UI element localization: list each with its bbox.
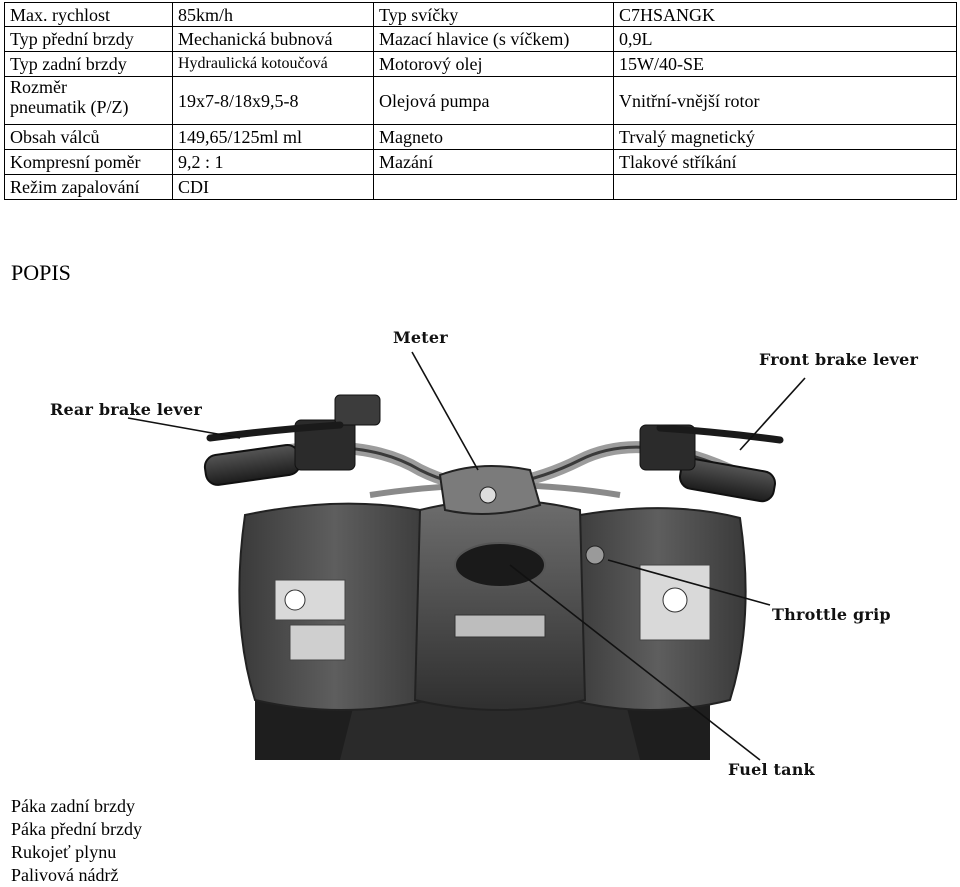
meter <box>438 465 542 515</box>
spec-label: Kompresní poměr <box>4 149 173 175</box>
spec-label: Motorový olej <box>373 51 614 77</box>
spec-value: Mechanická bubnová <box>172 26 374 52</box>
spec-label: Typ svíčky <box>373 2 614 27</box>
legend-item: Páka přední brzdy <box>11 819 142 839</box>
section-title: POPIS <box>11 260 71 285</box>
rear-brake-lever <box>206 421 344 442</box>
spec-label: Typ přední brzdy <box>4 26 173 52</box>
part-legend: Páka zadní brzdy Páka přední brzdy Rukoj… <box>11 795 142 887</box>
fuel-tank-leader <box>509 564 761 761</box>
spec-label: Olejová pumpa <box>373 76 614 125</box>
spec-value: C7HSANGK <box>613 2 957 27</box>
left-fender <box>238 502 432 711</box>
spec-row: Režim zapalování CDI <box>4 174 957 200</box>
spec-label: Mazací hlavice (s víčkem) <box>373 26 614 52</box>
spec-row: Typ zadní brzdy Hydraulická kotoučová Mo… <box>4 51 957 77</box>
atv-illustration <box>127 351 806 761</box>
rear-brake-leader <box>127 417 241 439</box>
spec-value: 19x7-8/18x9,5-8 <box>172 76 374 125</box>
callout-leaders <box>127 351 806 761</box>
spec-label: Mazání <box>373 149 614 175</box>
callout-throttle-grip: Throttle grip <box>772 605 891 624</box>
spec-value: 0,9L <box>613 26 957 52</box>
legend-item: Páka zadní brzdy <box>11 796 135 816</box>
spec-label <box>373 174 614 200</box>
left-grip-assembly <box>203 394 381 486</box>
spec-label: Magneto <box>373 124 614 150</box>
front-brake-leader <box>739 377 806 451</box>
spec-label-line: pneumatik (P/Z) <box>10 97 129 117</box>
fuel-cap <box>454 542 546 588</box>
spec-label: Typ zadní brzdy <box>4 51 173 77</box>
spec-value: 9,2 : 1 <box>172 149 374 175</box>
specifications-table: Max. rychlost 85km/h Typ svíčky C7HSANGK… <box>4 2 957 200</box>
spec-value: Vnitřní-vnější rotor <box>613 76 957 125</box>
spec-value: Trvalý magnetický <box>613 124 957 150</box>
spec-value: Hydraulická kotoučová <box>172 51 374 77</box>
meter-leader <box>411 351 479 471</box>
spec-value: 149,65/125ml ml <box>172 124 374 150</box>
legend-item: Palivová nádrž <box>11 865 119 885</box>
spec-label: Režim zapalování <box>4 174 173 200</box>
spec-row: Max. rychlost 85km/h Typ svíčky C7HSANGK <box>4 2 957 27</box>
spec-value: CDI <box>172 174 374 200</box>
center-body <box>413 499 587 711</box>
spec-value: Tlakové stříkání <box>613 149 957 175</box>
throttle-thumb <box>585 545 605 565</box>
spec-value: 85km/h <box>172 2 374 27</box>
spec-row: Rozměr pneumatik (P/Z) 19x7-8/18x9,5-8 O… <box>4 76 957 125</box>
throttle-leader <box>607 559 771 606</box>
spec-label: Max. rychlost <box>4 2 173 27</box>
right-grip-assembly <box>585 424 784 565</box>
spec-row: Kompresní poměr 9,2 : 1 Mazání Tlakové s… <box>4 149 957 175</box>
callout-front-brake-lever: Front brake lever <box>759 350 919 369</box>
callout-rear-brake-lever: Rear brake lever <box>50 400 203 419</box>
spec-row: Obsah válců 149,65/125ml ml Magneto Trva… <box>4 124 957 150</box>
atv-handlebar-figure: Meter Front brake lever Rear brake lever… <box>40 300 940 800</box>
spec-row: Typ přední brzdy Mechanická bubnová Maza… <box>4 26 957 52</box>
callout-fuel-tank: Fuel tank <box>728 760 815 779</box>
front-brake-lever <box>656 424 784 444</box>
spec-label: Obsah válců <box>4 124 173 150</box>
legend-item: Rukojeť plynu <box>11 842 117 862</box>
spec-label: Rozměr pneumatik (P/Z) <box>4 76 173 125</box>
spec-label-line: Rozměr <box>10 77 67 97</box>
callout-meter: Meter <box>393 328 448 347</box>
right-fender <box>568 507 747 711</box>
spec-value: 15W/40-SE <box>613 51 957 77</box>
spec-value <box>613 174 957 200</box>
